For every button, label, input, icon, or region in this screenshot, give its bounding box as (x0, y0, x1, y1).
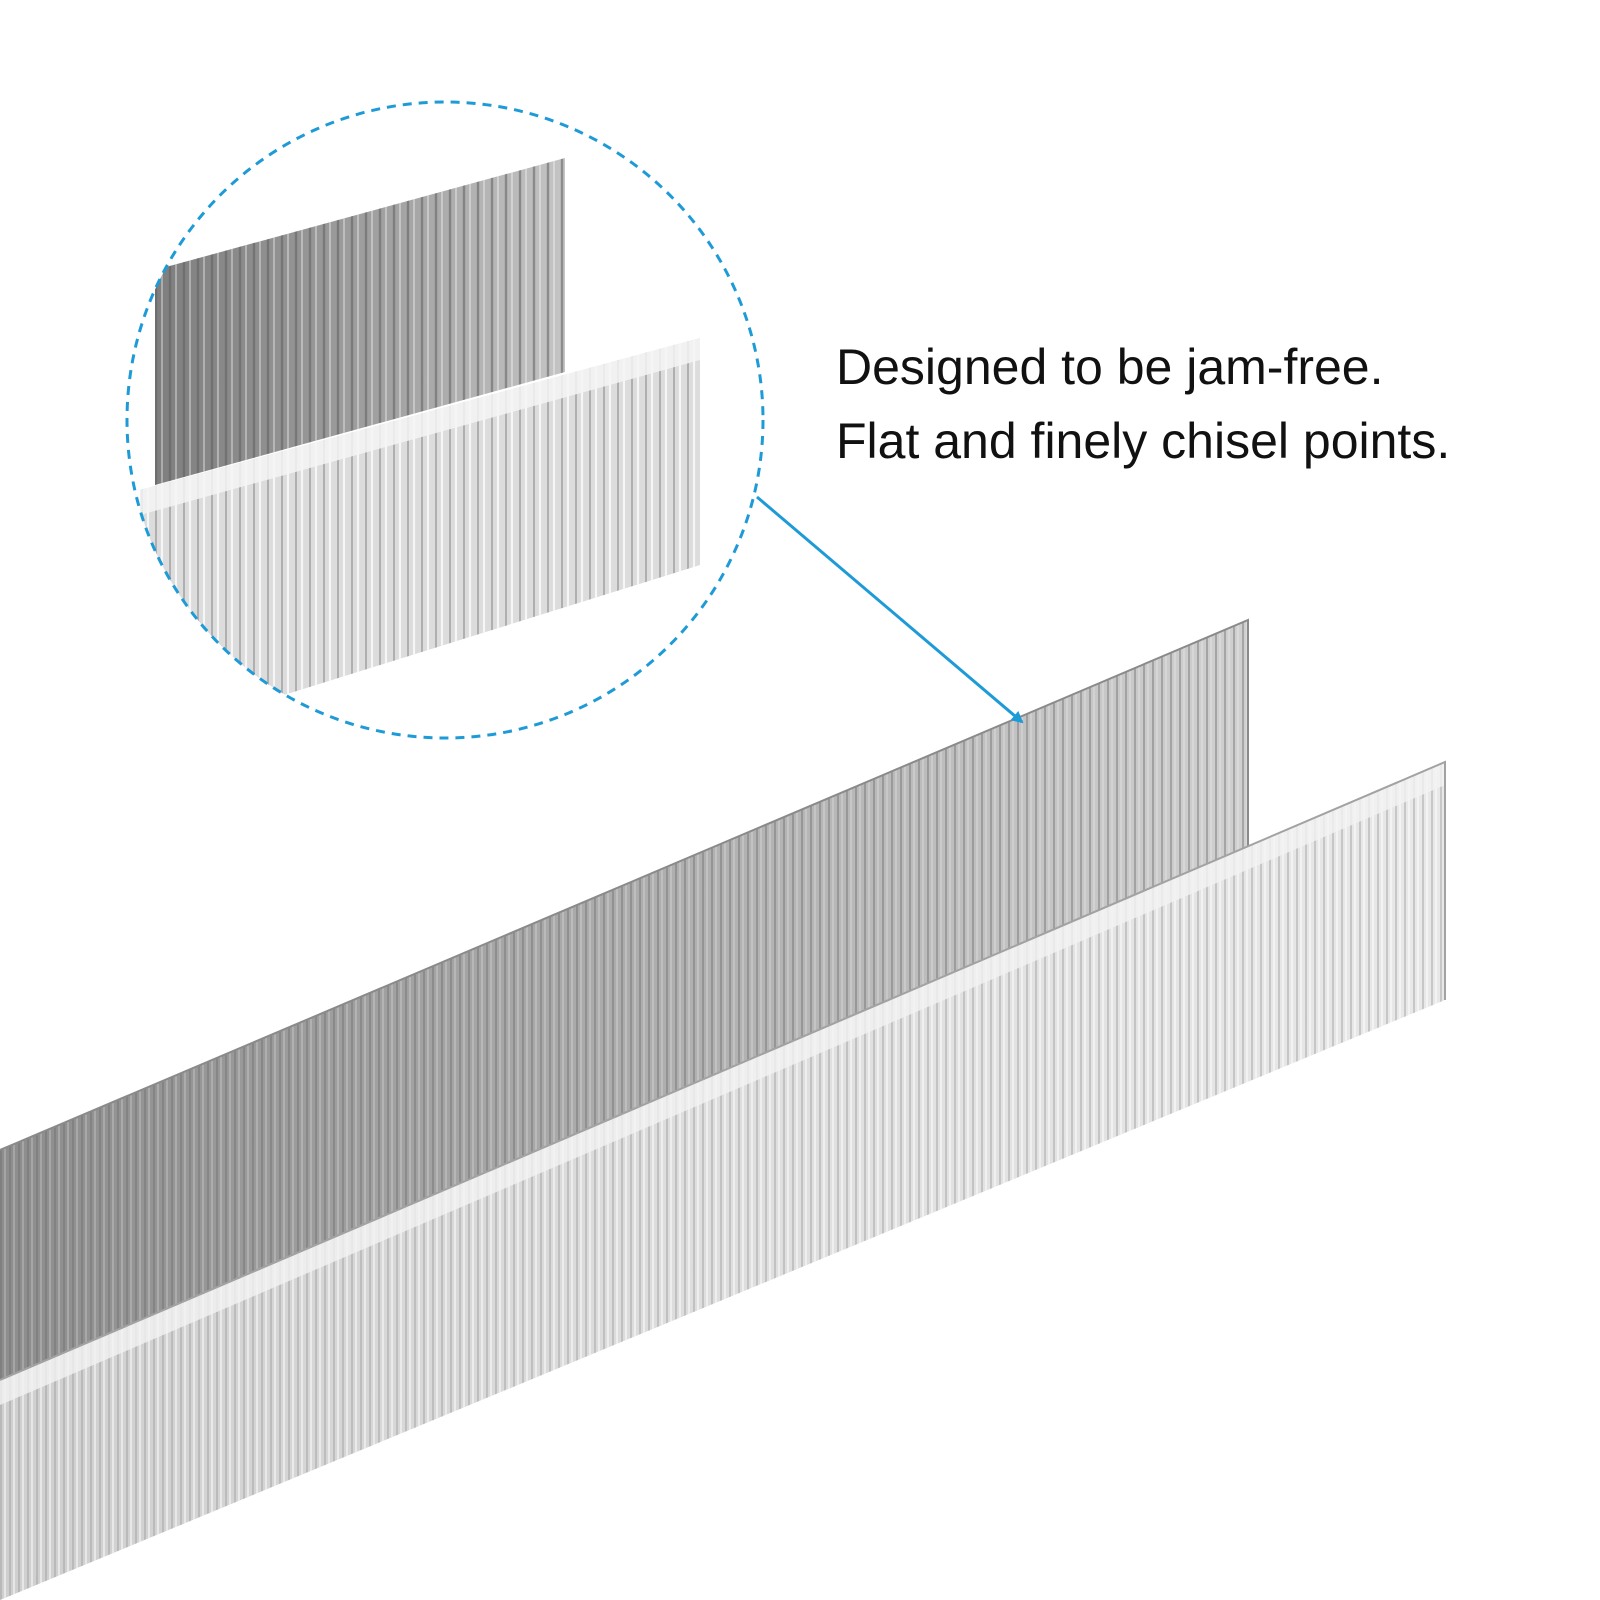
caption-line-chisel-points: Flat and finely chisel points. (836, 413, 1451, 469)
callout-arrow (756, 495, 1024, 724)
caption-line-jam-free: Designed to be jam-free. (836, 339, 1384, 395)
zoom-callout-circle (125, 100, 765, 740)
feature-caption: Designed to be jam-free. Flat and finely… (836, 330, 1576, 478)
zoom-detail (127, 102, 760, 738)
staple-strip-front-leg (0, 760, 1446, 1600)
staple-strip-back-leg (0, 618, 1249, 1390)
